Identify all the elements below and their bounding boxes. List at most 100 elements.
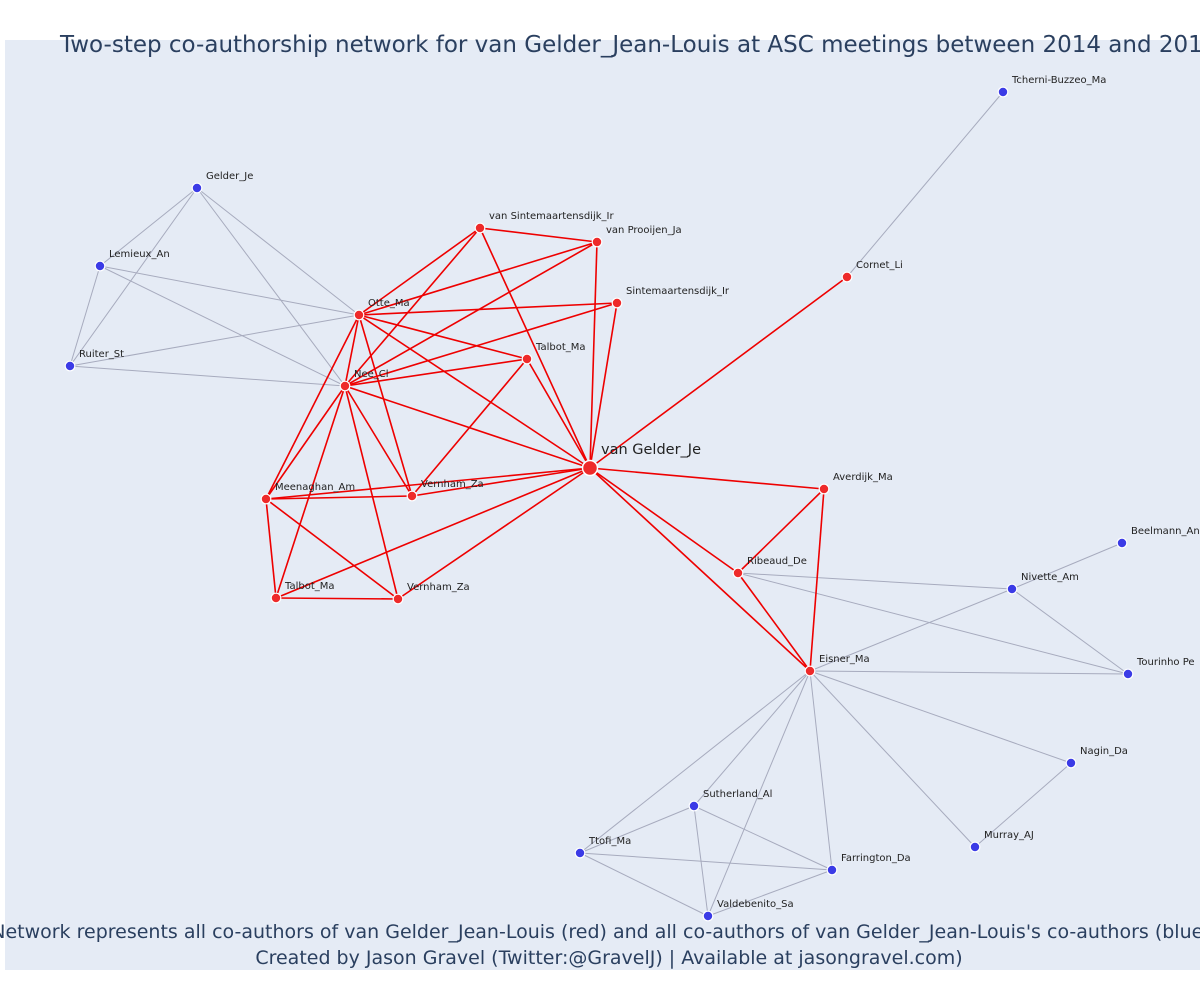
node-label: Cornet_Li <box>856 260 903 271</box>
coauthor-node[interactable] <box>611 297 623 309</box>
coauthor-edge <box>265 385 346 500</box>
coauthor-node[interactable] <box>353 309 365 321</box>
node-labels: van Gelder_Je van Sintemaartensdijk_Irvan… <box>79 75 1200 910</box>
coauthor-edge <box>265 498 277 599</box>
second-step-edge <box>693 670 811 807</box>
node-label: van Sintemaartensdijk_Ir <box>489 211 614 222</box>
second-step-author-node[interactable] <box>1116 537 1128 549</box>
second-step-edge <box>693 805 833 871</box>
coauthor-edge <box>344 227 481 387</box>
coauthor-node[interactable] <box>392 593 404 605</box>
coauthor-node[interactable] <box>339 380 351 392</box>
node-label: Murray_AJ <box>984 830 1034 841</box>
node-label: Vernham_Za <box>407 582 470 593</box>
coauthor-edge <box>344 385 399 600</box>
coauthor-edge <box>589 467 825 490</box>
coauthor-edge <box>265 495 413 500</box>
second-step-edges <box>69 91 1129 917</box>
second-step-author-node[interactable] <box>64 360 76 372</box>
coauthor-edge <box>275 385 346 599</box>
coauthor-node[interactable] <box>521 353 533 365</box>
node-label: Ttofi_Ma <box>588 836 631 847</box>
node-label: Sutherland_Al <box>703 789 772 800</box>
coauthor-node[interactable] <box>732 567 744 579</box>
second-step-author-node[interactable] <box>191 182 203 194</box>
coauthor-node[interactable] <box>406 490 418 502</box>
node-label: Averdijk_Ma <box>833 472 893 483</box>
node-label: Lemieux_An <box>109 249 170 260</box>
second-step-edge <box>579 805 695 854</box>
coauthor-edge <box>344 241 598 387</box>
coauthor-edge <box>411 358 528 497</box>
second-step-edge <box>196 187 346 387</box>
node-label: Nagin_Da <box>1080 746 1128 757</box>
caption-line-2: Created by Jason Gravel (Twitter:@Gravel… <box>255 947 962 969</box>
second-step-edge <box>99 187 198 267</box>
node-label: Eisner_Ma <box>819 654 870 665</box>
coauthor-node[interactable] <box>260 493 272 505</box>
node-label: van Gelder_Je <box>601 442 701 458</box>
second-step-author-node[interactable] <box>1065 757 1077 769</box>
second-step-edge <box>69 265 101 367</box>
coauthor-node[interactable] <box>270 592 282 604</box>
second-step-edge <box>737 572 1013 590</box>
coauthor-node[interactable] <box>804 665 816 677</box>
coauthor-edge <box>589 276 848 469</box>
node-label: Nee_Cl <box>354 369 389 380</box>
second-step-author-node[interactable] <box>1122 668 1134 680</box>
caption-line-1: Network represents all co-authors of van… <box>0 921 1200 943</box>
second-step-edge <box>579 852 709 917</box>
second-step-edge <box>1011 542 1123 590</box>
coauthor-edge <box>358 314 413 497</box>
coauthor-edge <box>265 498 399 600</box>
node-label: Beelmann_An <box>1131 526 1200 537</box>
coauthor-edge <box>358 241 598 316</box>
second-step-author-node[interactable] <box>688 800 700 812</box>
node-label: Nivette_Am <box>1021 572 1079 583</box>
second-step-edge <box>809 670 833 871</box>
second-step-author-node[interactable] <box>826 864 838 876</box>
second-step-author-node[interactable] <box>1006 583 1018 595</box>
second-step-author-node[interactable] <box>997 86 1009 98</box>
second-step-edge <box>737 572 1129 675</box>
coauthor-node[interactable] <box>591 236 603 248</box>
node-label: Tcherni-Buzzeo_Ma <box>1011 75 1106 86</box>
second-step-author-node[interactable] <box>94 260 106 272</box>
coauthor-edge <box>526 358 591 469</box>
second-step-edge <box>707 670 811 917</box>
focal-author-node[interactable] <box>581 459 599 477</box>
coauthor-edges <box>265 227 848 672</box>
second-step-edge <box>809 670 1072 764</box>
coauthor-node[interactable] <box>841 271 853 283</box>
second-step-edge <box>579 670 811 854</box>
coauthor-node[interactable] <box>474 222 486 234</box>
coauthor-edge <box>358 302 618 316</box>
coauthor-edge <box>589 302 618 469</box>
second-step-edge <box>69 187 198 367</box>
second-step-edge <box>809 670 976 848</box>
coauthor-node[interactable] <box>818 483 830 495</box>
second-step-edge <box>196 187 360 316</box>
coauthor-edge <box>479 227 598 243</box>
coauthor-edge <box>344 302 618 387</box>
coauthor-edge <box>358 314 528 360</box>
chart-title: Two-step co-authorship network for van G… <box>59 32 1200 58</box>
second-step-edge <box>1011 588 1129 675</box>
coauthor-edge <box>344 385 591 469</box>
coauthor-edge <box>737 572 811 672</box>
coauthor-edge <box>589 241 598 469</box>
second-step-edge <box>809 670 1129 675</box>
node-label: Talbot_Ma <box>284 581 335 592</box>
coauthor-edge <box>737 488 825 574</box>
second-step-author-node[interactable] <box>702 910 714 922</box>
second-step-author-node[interactable] <box>574 847 586 859</box>
coauthor-edge <box>358 314 591 469</box>
plot-background <box>5 40 1200 970</box>
coauthor-edge <box>344 314 360 387</box>
second-step-author-node[interactable] <box>969 841 981 853</box>
coauthor-edge <box>275 467 591 599</box>
coauthor-edge <box>265 467 591 500</box>
node-label: van Prooijen_Ja <box>606 225 682 236</box>
node-label: Sintemaartensdijk_Ir <box>626 286 730 297</box>
